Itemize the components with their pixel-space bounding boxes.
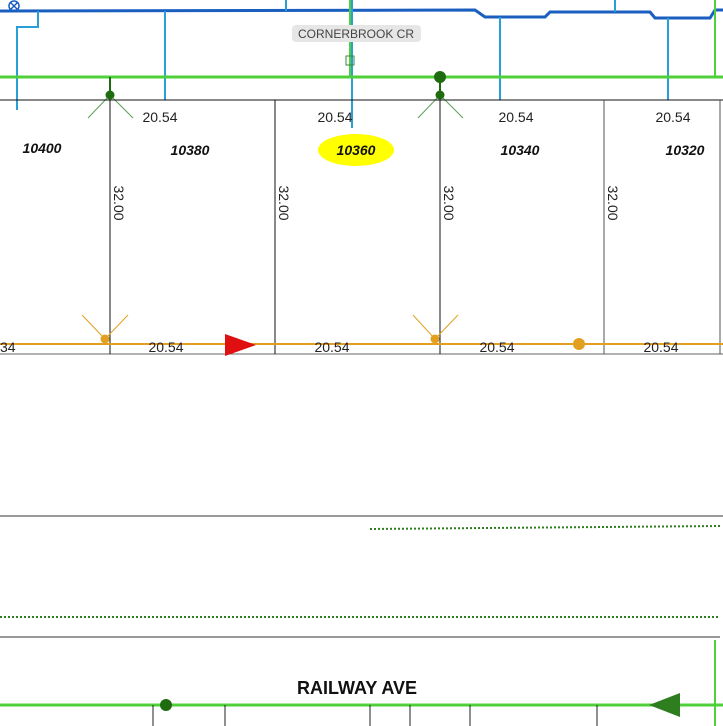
- dimension-label: 20.54: [148, 339, 183, 355]
- street-label-cornerbrook: CORNERBROOK CR: [298, 27, 414, 41]
- bottom-sewer: [0, 640, 723, 726]
- railway-corridor: [0, 515, 723, 638]
- dimension-label: 20.54: [479, 339, 514, 355]
- dimension-label: 20.54: [643, 339, 678, 355]
- lot-numbers: 10400 10380 10360 10340 10320: [23, 140, 705, 158]
- valve-icon[interactable]: [8, 0, 20, 12]
- dimension-label: 32.00: [111, 185, 127, 220]
- lot-number[interactable]: 10380: [171, 142, 210, 158]
- dimension-label: 20.54: [317, 109, 352, 125]
- street-label-railway-ave: RAILWAY AVE: [297, 678, 417, 698]
- lot-number[interactable]: 10340: [501, 142, 540, 158]
- dimension-label: 20.54: [314, 339, 349, 355]
- sewer-connections: [87, 77, 464, 119]
- highlight-10360: [318, 134, 394, 166]
- front-dimensions: 20.54 20.54 20.54 20.54: [142, 109, 690, 125]
- water-services: [16, 0, 669, 128]
- catch-basin-icon[interactable]: [345, 55, 355, 66]
- rear-dimensions: 34 20.54 20.54 20.54 20.54: [0, 339, 679, 355]
- manhole-icon[interactable]: [160, 699, 172, 711]
- dimension-label: 32.00: [276, 185, 292, 220]
- gas-services: [81, 314, 459, 344]
- lot-number[interactable]: 10360: [337, 142, 376, 158]
- gas-valve-icon[interactable]: [573, 338, 585, 350]
- dimension-label: 34: [0, 339, 16, 355]
- dimension-label: 32.00: [605, 185, 621, 220]
- flow-arrow-red-icon[interactable]: [225, 334, 256, 356]
- lot-number[interactable]: 10320: [666, 142, 705, 158]
- dimension-label: 20.54: [498, 109, 533, 125]
- dimension-label: 20.54: [655, 109, 690, 125]
- flow-arrow-green-icon[interactable]: [649, 693, 680, 717]
- lot-number[interactable]: 10400: [23, 140, 62, 156]
- dimension-label: 32.00: [441, 185, 457, 220]
- side-dimensions: 32.00 32.00 32.00 32.00: [111, 185, 621, 220]
- lot-lines: [0, 99, 723, 355]
- water-main: [0, 8, 723, 20]
- dimension-label: 20.54: [142, 109, 177, 125]
